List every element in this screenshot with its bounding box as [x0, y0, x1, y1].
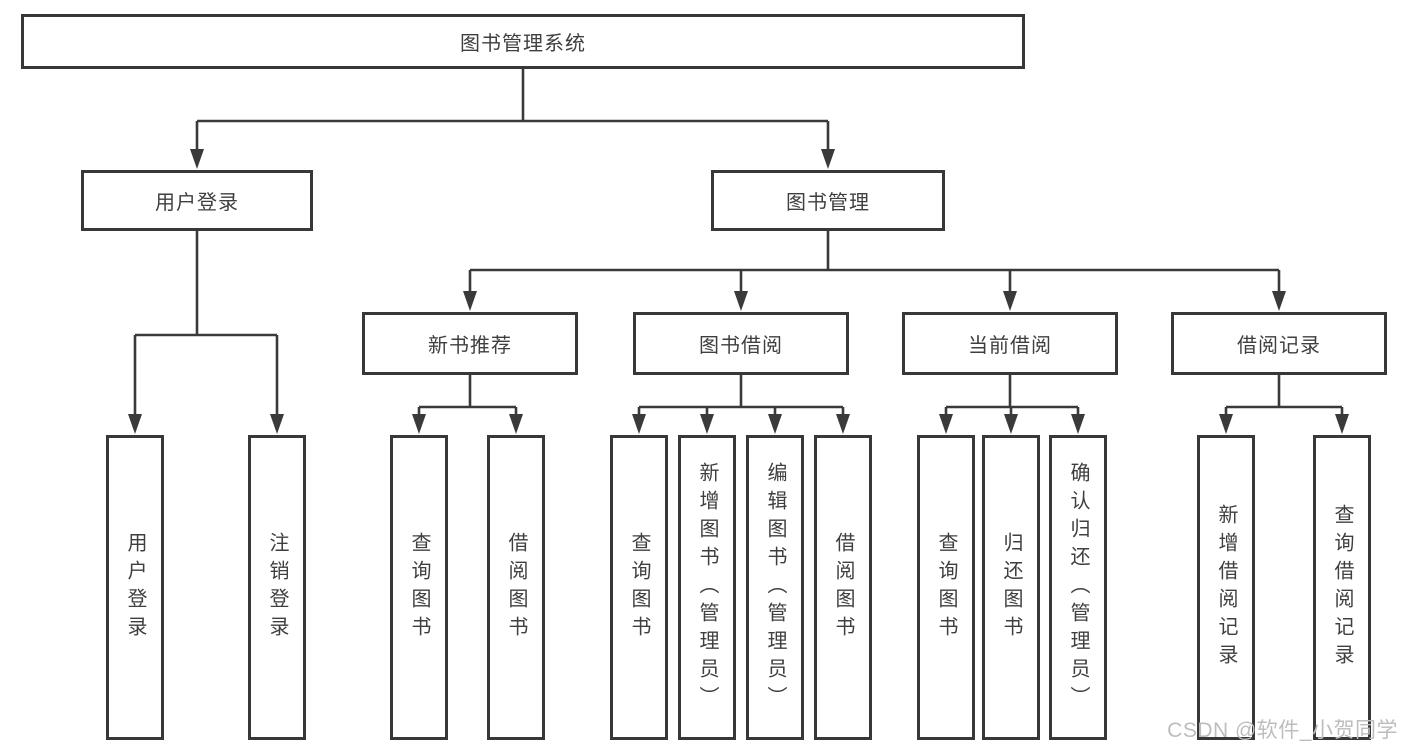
node-label: 图书管理 — [786, 192, 870, 214]
node-borrowing-records: 借阅记录 — [1171, 312, 1387, 375]
leaf-return-books: 归还图书 — [982, 435, 1040, 740]
leaf-query-books-recommend: 查询图书 — [390, 435, 448, 740]
leaf-borrow-books: 借阅图书 — [814, 435, 872, 740]
leaf-confirm-return-admin: 确认归还（管理员） — [1049, 435, 1107, 740]
leaf-add-books-admin: 新增图书（管理员） — [678, 435, 736, 740]
node-label: 新增图书（管理员） — [696, 461, 718, 714]
node-label: 查询图书 — [935, 531, 957, 644]
node-label: 用户登录 — [124, 531, 146, 644]
leaf-query-books-borrow: 查询图书 — [610, 435, 668, 740]
node-user-login-module: 用户登录 — [81, 170, 313, 231]
node-book-borrowing: 图书借阅 — [633, 312, 849, 375]
node-book-management-module: 图书管理 — [711, 170, 945, 231]
leaf-borrow-books-recommend: 借阅图书 — [487, 435, 545, 740]
node-label: 新书推荐 — [428, 335, 512, 357]
node-label: 查询借阅记录 — [1331, 503, 1353, 672]
node-label: 查询图书 — [408, 531, 430, 644]
leaf-user-login: 用户登录 — [106, 435, 164, 740]
node-label: 当前借阅 — [968, 335, 1052, 357]
leaf-add-borrow-record: 新增借阅记录 — [1197, 435, 1255, 740]
node-label: 借阅记录 — [1237, 335, 1321, 357]
leaf-edit-books-admin: 编辑图书（管理员） — [746, 435, 804, 740]
arrowheads — [128, 149, 1349, 434]
node-label: 编辑图书（管理员） — [764, 461, 786, 714]
node-label: 借阅图书 — [832, 531, 854, 644]
node-label: 注销登录 — [266, 531, 288, 644]
node-new-book-recommend: 新书推荐 — [362, 312, 578, 375]
node-label: 借阅图书 — [505, 531, 527, 644]
node-label: 图书管理系统 — [460, 33, 586, 55]
node-label: 确认归还（管理员） — [1067, 461, 1089, 714]
node-label: 归还图书 — [1000, 531, 1022, 644]
node-label: 图书借阅 — [699, 335, 783, 357]
node-label: 查询图书 — [628, 531, 650, 644]
csdn-watermark: CSDN @软件_小贺同学 — [1167, 719, 1398, 742]
node-root-system: 图书管理系统 — [21, 14, 1025, 69]
node-label: 新增借阅记录 — [1215, 503, 1237, 672]
node-label: 用户登录 — [155, 192, 239, 214]
leaf-logout: 注销登录 — [248, 435, 306, 740]
node-current-borrowing: 当前借阅 — [902, 312, 1118, 375]
leaf-query-books-current: 查询图书 — [917, 435, 975, 740]
leaf-query-borrow-record: 查询借阅记录 — [1313, 435, 1371, 740]
